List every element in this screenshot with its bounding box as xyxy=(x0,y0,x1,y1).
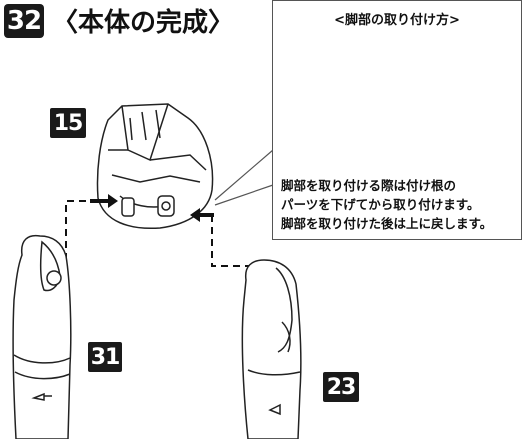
guide-line-right xyxy=(211,215,262,267)
part-label-15: 15 xyxy=(50,108,86,138)
panel-note-line-3: 脚部を取り付けた後は上に戻します。 xyxy=(281,216,493,231)
callout-line-upper xyxy=(214,149,274,201)
guide-line-left xyxy=(65,200,98,262)
callout-line-lower xyxy=(214,184,274,206)
insert-arrow-left xyxy=(90,194,118,208)
leg-part-23 xyxy=(241,259,302,439)
insert-arrow-right xyxy=(190,208,214,222)
leg-part-31 xyxy=(12,234,72,439)
part-label-31: 31 xyxy=(88,342,122,372)
panel-note: 脚部を取り付ける際は付け根の パーツを下げてから取り付けます。 脚部を取り付けた… xyxy=(281,176,521,233)
step-number-badge: 32 xyxy=(4,3,44,38)
detail-panel: <脚部の取り付け方> 脚部を取り付ける際は付け根の パーツを下げてから取り付けま… xyxy=(272,0,522,240)
panel-title: <脚部の取り付け方> xyxy=(334,13,460,28)
body-part-15 xyxy=(96,103,214,230)
panel-note-line-2: パーツを下げてから取り付けます。 xyxy=(281,197,480,212)
part-label-23: 23 xyxy=(323,372,359,402)
step-title: 〈本体の完成〉 xyxy=(52,8,235,38)
panel-note-line-1: 脚部を取り付ける際は付け根の xyxy=(281,178,457,193)
step-header: 32 〈本体の完成〉 xyxy=(4,2,234,39)
